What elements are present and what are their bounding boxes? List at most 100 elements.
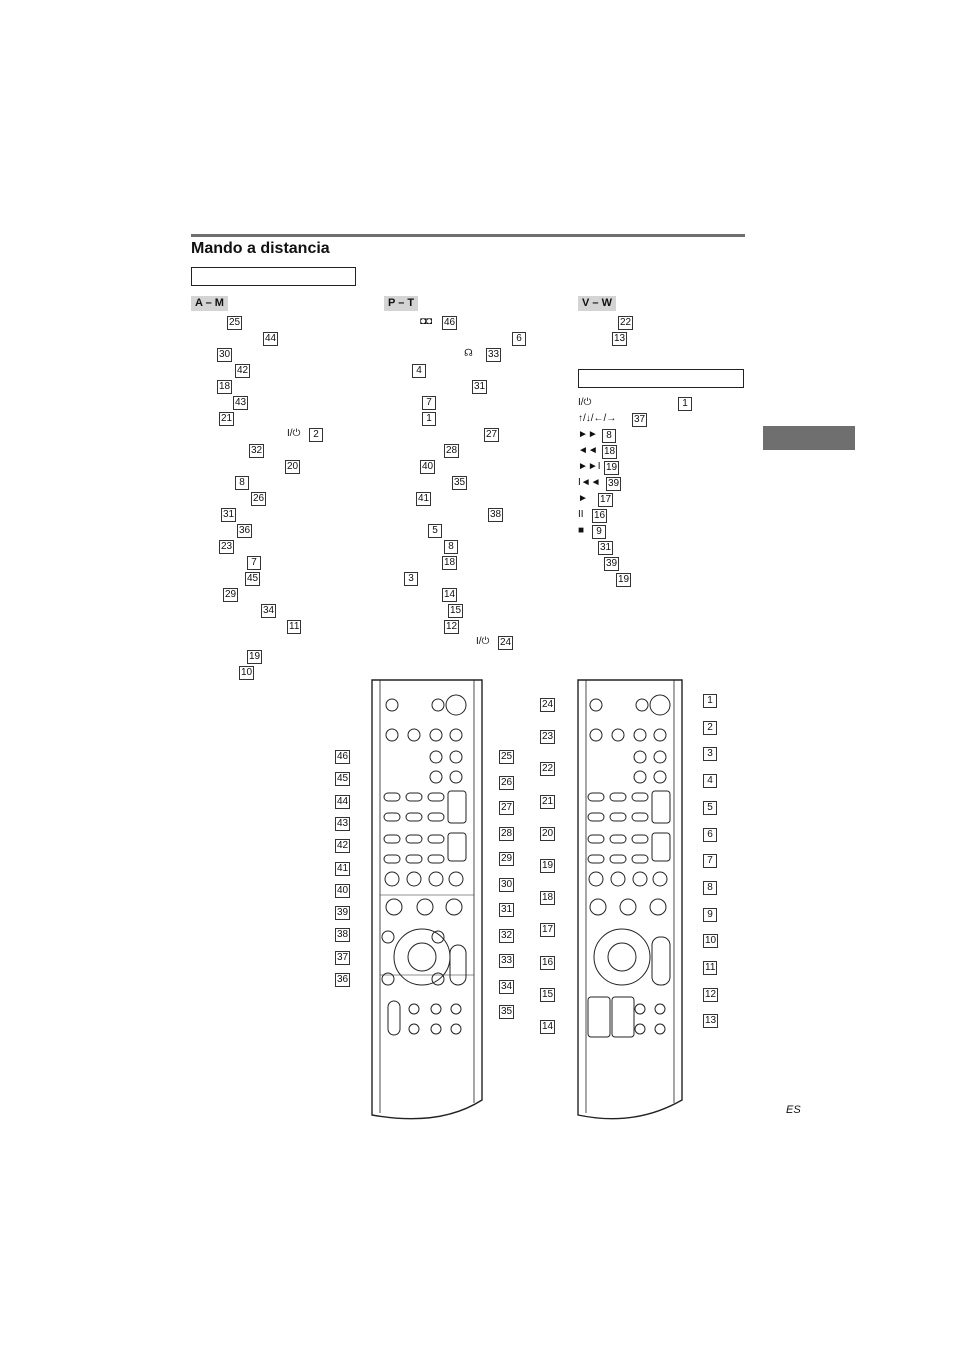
empty-header-box-2 <box>578 369 744 388</box>
symbol-ref-number: 1 <box>678 397 692 411</box>
ref-number: 24 <box>498 636 514 650</box>
symbol-glyph: ► <box>578 493 588 504</box>
ref-number: 18 <box>442 556 458 570</box>
right-remote-callout: 10 <box>703 934 719 949</box>
right-remote-callout: 15 <box>540 987 556 1002</box>
left-remote-callout: 42 <box>335 839 351 854</box>
left-remote-callout: 36 <box>335 973 351 987</box>
left-remote-callout: 28 <box>499 826 515 841</box>
ref-number: 21 <box>219 412 235 426</box>
ref-number: 45 <box>245 572 261 586</box>
section-tab <box>763 426 855 450</box>
ref-number: 11 <box>287 620 302 634</box>
ref-symbol: ◘◘ <box>420 316 433 327</box>
left-remote-callout: 44 <box>335 794 351 809</box>
ref-number: 14 <box>442 588 458 602</box>
empty-header-box-1 <box>191 267 356 286</box>
left-remote-callout: 46 <box>335 750 351 764</box>
category-p-t: P – T <box>384 296 419 311</box>
right-remote-callout: 13 <box>703 1014 719 1029</box>
left-remote-callout: 35 <box>499 1005 515 1019</box>
left-remote-callout: 41 <box>335 861 351 876</box>
ref-number: 44 <box>263 332 279 346</box>
left-remote-callout: 38 <box>335 928 351 943</box>
ref-number: 3 <box>404 572 418 586</box>
ref-number: 28 <box>444 444 460 458</box>
ref-number: 34 <box>261 604 277 618</box>
right-remote-callout: 4 <box>703 774 717 789</box>
ref-symbol: ☊ <box>464 348 473 359</box>
right-remote-callout: 19 <box>540 859 556 873</box>
language-code: ES <box>786 1104 801 1116</box>
right-remote-callout: 18 <box>540 891 556 906</box>
left-remote-callout: 40 <box>335 883 351 898</box>
left-remote-callout: 34 <box>499 979 515 994</box>
ref-number: 32 <box>249 444 265 458</box>
symbol-ref-number: 18 <box>602 445 618 459</box>
left-remote-callout: 27 <box>499 801 515 815</box>
ref-number: 42 <box>235 364 251 378</box>
ref-number: 8 <box>444 540 458 554</box>
ref-number: 23 <box>219 540 235 554</box>
right-remote-callout: 14 <box>540 1020 556 1034</box>
category-a-m: A – M <box>191 296 228 311</box>
right-remote-callout: 23 <box>540 730 556 745</box>
right-remote-callout: 5 <box>703 800 717 815</box>
ref-number: 6 <box>512 332 526 346</box>
symbol-glyph: ►► <box>578 429 598 440</box>
left-remote-callout: 37 <box>335 950 351 965</box>
left-remote-callout: 31 <box>499 903 515 917</box>
ref-number: 46 <box>442 316 458 330</box>
ref-number: 26 <box>251 492 267 506</box>
ref-number: 31 <box>221 508 237 522</box>
ref-number: 30 <box>217 348 233 362</box>
right-remote-callout: 17 <box>540 923 556 938</box>
ref-number: 38 <box>488 508 504 522</box>
ref-number: 36 <box>237 524 253 538</box>
left-remote-callout: 45 <box>335 772 351 787</box>
ref-number: 19 <box>247 650 263 664</box>
symbol-ref-number: 9 <box>592 525 606 539</box>
ref-number: 33 <box>486 348 502 362</box>
ref-number: 10 <box>239 666 255 680</box>
ref-number: 13 <box>612 332 628 346</box>
right-remote-callout: 8 <box>703 880 717 895</box>
symbol-ref-number: 39 <box>606 477 622 491</box>
ref-number: 31 <box>472 380 488 394</box>
ref-number: 20 <box>285 460 301 474</box>
ref-number: 7 <box>247 556 261 570</box>
ref-number: 25 <box>227 316 243 330</box>
right-remote-callout: 6 <box>703 827 717 842</box>
ref-number: 43 <box>233 396 249 410</box>
right-remote-callout: 3 <box>703 747 717 762</box>
ref-number: 27 <box>484 428 500 442</box>
ref-number: 22 <box>618 316 634 330</box>
symbol-glyph: I◄◄ <box>578 477 601 488</box>
right-remote-callout: 12 <box>703 987 719 1002</box>
symbol-ref-number: 19 <box>616 573 632 587</box>
left-remote-callout: 39 <box>335 906 351 921</box>
symbol-glyph: ►►I <box>578 461 601 472</box>
ref-number: 8 <box>235 476 249 490</box>
right-remote-callout: 9 <box>703 907 717 922</box>
ref-number: 1 <box>422 412 436 426</box>
ref-number: 7 <box>422 396 436 410</box>
remote-illustration-front <box>371 679 483 1120</box>
ref-number: 35 <box>452 476 468 490</box>
right-remote-callout: 20 <box>540 826 556 841</box>
ref-number: 41 <box>416 492 432 506</box>
symbol-ref-number: 17 <box>598 493 614 507</box>
left-remote-callout: 32 <box>499 928 515 943</box>
left-remote-callout: 30 <box>499 877 515 892</box>
remote-illustration-back <box>577 679 683 1120</box>
symbol-ref-number: 37 <box>632 413 648 427</box>
right-remote-callout: 16 <box>540 955 556 970</box>
symbol-ref-number: 39 <box>604 557 620 571</box>
right-remote-callout: 2 <box>703 720 717 735</box>
ref-symbol: I/⏻ <box>476 636 490 647</box>
left-remote-callout: 29 <box>499 852 515 866</box>
category-v-w: V – W <box>578 296 616 311</box>
symbol-glyph: I/⏻ <box>578 397 592 408</box>
page-title: Mando a distancia <box>191 240 330 257</box>
left-remote-callout: 33 <box>499 954 515 968</box>
